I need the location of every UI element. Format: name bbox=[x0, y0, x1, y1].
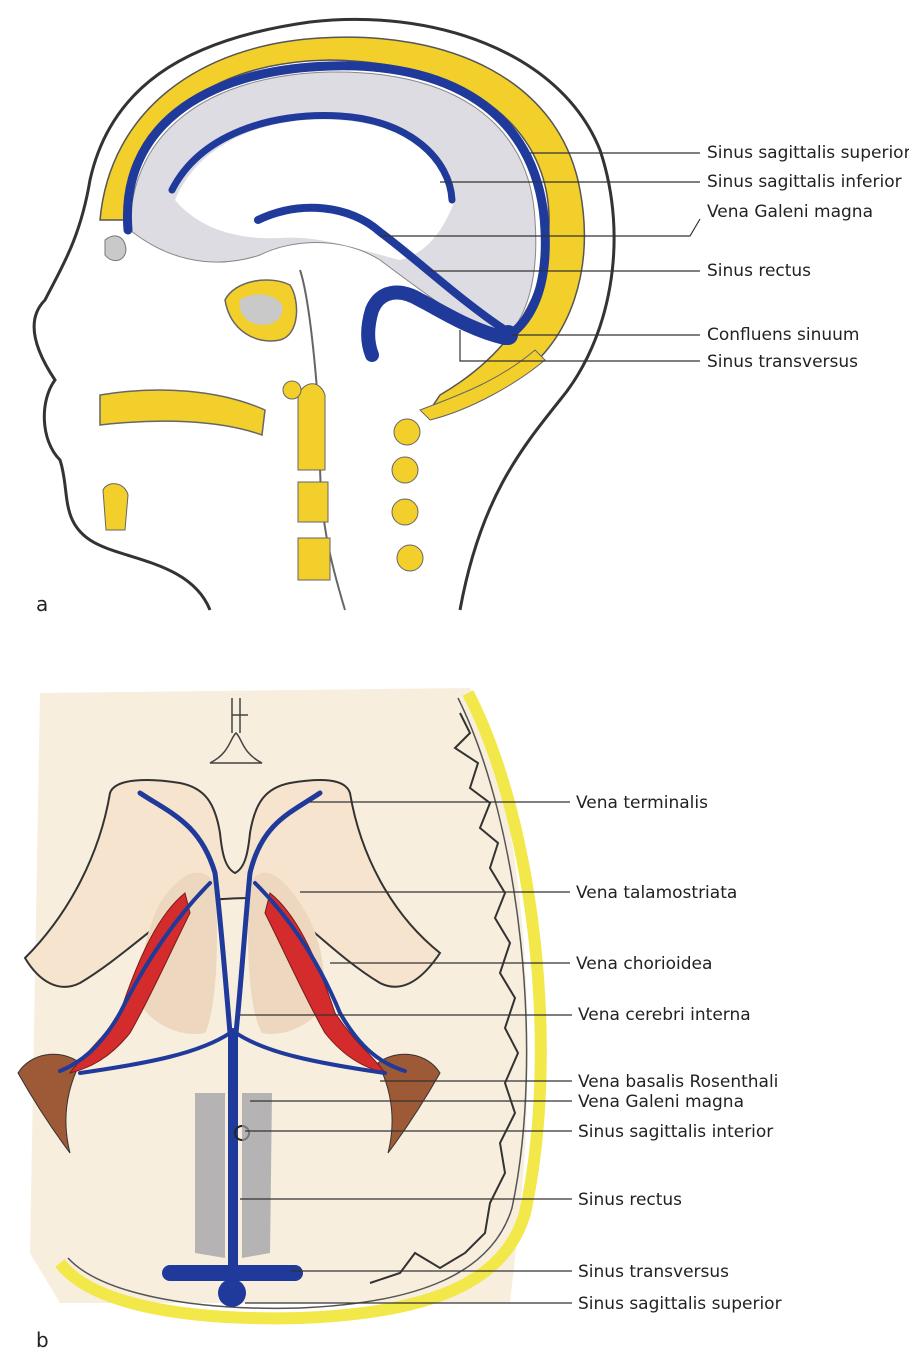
label-b-vena-cerebri-interna: Vena cerebri interna bbox=[578, 1005, 751, 1025]
label-a-sinus-transversus: Sinus transversus bbox=[707, 352, 858, 372]
label-b-vena-chorioidea: Vena chorioidea bbox=[576, 954, 712, 974]
label-b-vena-talamostriata: Vena talamostriata bbox=[576, 883, 737, 903]
label-a-sinus-sagittalis-superior: Sinus sagittalis superior bbox=[707, 143, 909, 163]
spinous-2 bbox=[392, 457, 418, 483]
palate-bone bbox=[100, 390, 265, 435]
vertebra-2 bbox=[298, 482, 328, 522]
spinous-3 bbox=[392, 499, 418, 525]
label-a-vena-galeni-magna: Vena Galeni magna bbox=[707, 202, 873, 222]
spinous-1 bbox=[394, 419, 420, 445]
panel-a-drawing bbox=[0, 0, 909, 620]
label-a-sinus-sagittalis-inferior: Sinus sagittalis inferior bbox=[707, 172, 902, 192]
vertebra-1 bbox=[298, 384, 325, 470]
vertebra-3 bbox=[298, 538, 330, 580]
spinous-4 bbox=[397, 545, 423, 571]
label-b-vena-basalis-rosenthali: Vena basalis Rosenthali bbox=[578, 1072, 778, 1092]
frontal-sinus bbox=[105, 236, 126, 261]
label-b-vena-galeni-magna: Vena Galeni magna bbox=[578, 1092, 744, 1112]
label-b-sinus-sagittalis-interior: Sinus sagittalis interior bbox=[578, 1122, 773, 1142]
label-b-sinus-transversus: Sinus transversus bbox=[578, 1262, 729, 1282]
label-b-sinus-rectus: Sinus rectus bbox=[578, 1190, 682, 1210]
label-b-vena-terminalis: Vena terminalis bbox=[576, 793, 708, 813]
panel-b-letter: b bbox=[36, 1328, 49, 1352]
label-b-sinus-sagittalis-superior: Sinus sagittalis superior bbox=[578, 1294, 782, 1314]
tooth bbox=[103, 484, 128, 530]
sinus-sagittalis-superior-vessel-b bbox=[218, 1279, 246, 1307]
panel-a-letter: a bbox=[36, 592, 48, 616]
panel-b-drawing bbox=[0, 653, 909, 1353]
label-a-confluens-sinuum: Confluens sinuum bbox=[707, 325, 860, 345]
label-a-sinus-rectus: Sinus rectus bbox=[707, 261, 811, 281]
falx-cerebri bbox=[195, 1093, 225, 1258]
